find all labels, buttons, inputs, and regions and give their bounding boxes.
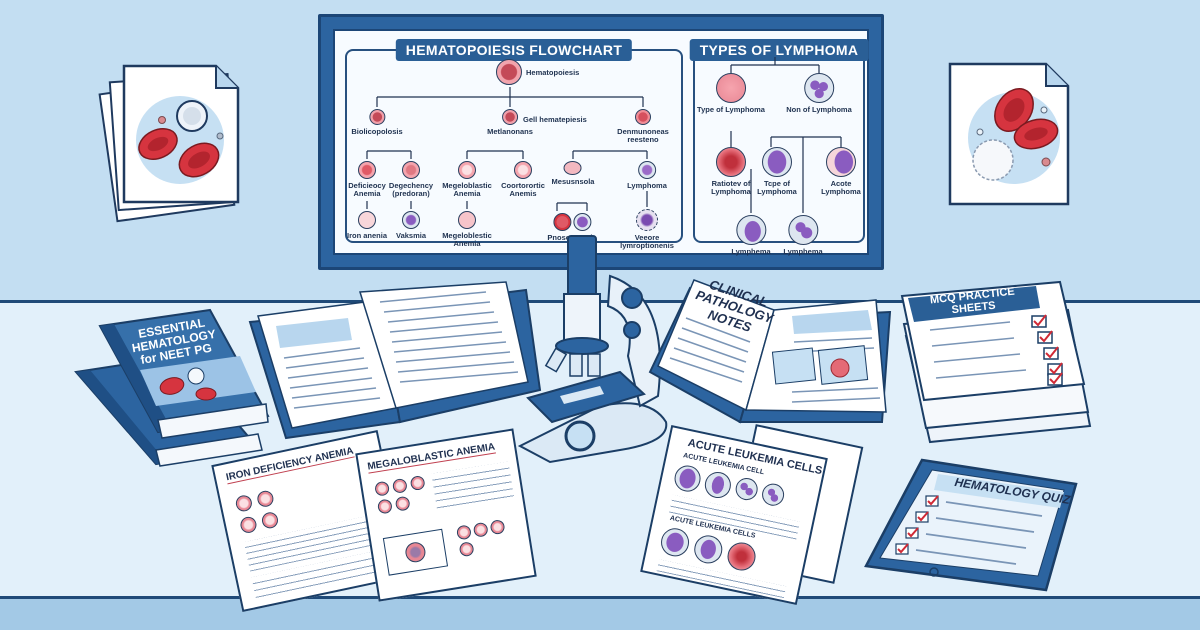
flowchart-l3-node-5: Veeore lymroptionenis bbox=[617, 209, 677, 251]
blood-cells-document-icon bbox=[98, 64, 240, 223]
cell-icon bbox=[762, 147, 792, 177]
stem-cell-icon bbox=[496, 59, 522, 85]
cell-icon bbox=[573, 213, 591, 231]
wall-poster: HEMATOPOIESIS FLOWCHART Hematopoiesis bbox=[318, 14, 884, 270]
flowchart-l3-node-3: Megeloblestic Anemia bbox=[438, 211, 496, 249]
rbc-icon bbox=[455, 524, 472, 541]
cell-icon bbox=[636, 209, 658, 231]
flowchart-l2-node-5: Mesusnsola bbox=[552, 161, 594, 186]
lymphoma-l2-node-1: Ratiotev of Lymphoma bbox=[706, 147, 756, 197]
cell-icon bbox=[514, 161, 532, 179]
rbc-icon bbox=[260, 510, 280, 530]
tablet-shape bbox=[864, 458, 1078, 592]
open-book-shape bbox=[248, 281, 542, 440]
rbc-icon bbox=[238, 515, 258, 535]
blood-smear-document-icon bbox=[948, 62, 1070, 206]
rbc-icon bbox=[376, 498, 393, 515]
wall-document-right bbox=[948, 62, 1070, 212]
blast-cell-icon bbox=[760, 481, 787, 508]
hematology-quiz-tablet[interactable]: HEMATOLOGY QUIZ bbox=[864, 454, 1086, 594]
lymphoma-l2-node-3: Acote Lymphoma bbox=[817, 147, 865, 197]
blast-cell-icon bbox=[672, 463, 703, 494]
rbc-icon bbox=[409, 475, 426, 492]
flowchart-title: HEMATOPOIESIS FLOWCHART bbox=[395, 39, 633, 61]
cell-icon bbox=[637, 161, 656, 179]
cell-icon bbox=[458, 211, 476, 229]
cell-icon bbox=[564, 161, 582, 175]
cell-icon bbox=[715, 73, 746, 103]
flowchart-root-node: Hematopoiesis bbox=[496, 59, 579, 85]
cell-icon bbox=[716, 147, 746, 177]
wall-document-left bbox=[98, 60, 244, 223]
open-book-left bbox=[240, 281, 550, 442]
cell-icon bbox=[553, 213, 571, 231]
flowchart-l1-node-3: Denmunoneas reesteno bbox=[613, 109, 673, 145]
hematopoiesis-flowchart-panel: HEMATOPOIESIS FLOWCHART Hematopoiesis bbox=[343, 39, 683, 250]
textbook-stack: ESSENTIAL HEMATOLOGY for NEET PG bbox=[70, 300, 270, 630]
cell-icon bbox=[804, 73, 834, 103]
mcq-practice-sheets: MCQ PRACTICE SHEETS bbox=[900, 276, 1100, 446]
blast-cell-icon bbox=[691, 532, 725, 567]
microscope bbox=[517, 235, 670, 466]
cell-icon bbox=[402, 161, 420, 179]
flowchart-l3-node-1: Iron anenia bbox=[347, 211, 387, 240]
rbc-icon bbox=[234, 493, 254, 513]
cell-icon bbox=[402, 211, 420, 229]
cell-icon bbox=[826, 147, 856, 177]
rbc-icon bbox=[489, 519, 506, 536]
desk-edge bbox=[0, 596, 1200, 630]
flowchart-l1-node-1: Biolicopolosis bbox=[351, 109, 403, 136]
cell-icon bbox=[787, 215, 818, 245]
lymphoma-title: TYPES OF LYMPHOMA bbox=[689, 39, 869, 61]
rbc-icon bbox=[391, 477, 408, 494]
textbook-shapes bbox=[70, 300, 270, 630]
lymphoma-l3-node-1: Lymphema bbox=[731, 215, 771, 256]
flowchart-l2-node-3: Megeloblastic Anemia bbox=[438, 161, 496, 199]
lymphoma-l3-node-2: Lymphema bbox=[783, 215, 823, 256]
mcq-stack-shape bbox=[900, 280, 1092, 444]
lymphoma-l1-node-2: Non of Lymphoma bbox=[786, 73, 852, 114]
flowchart-l2-node-6: Lymphoma bbox=[627, 161, 667, 190]
cell-icon bbox=[735, 215, 766, 245]
clinical-pathology-notes-book: CLINICAL PATHOLOGY NOTES bbox=[648, 272, 900, 432]
lymphoma-l1-node-1: Type of Lymphoma bbox=[697, 73, 765, 114]
megaloblast-icon bbox=[404, 540, 427, 564]
flowchart-l1-node-2: Metlanonans bbox=[487, 109, 533, 136]
flowchart-connectors bbox=[366, 87, 648, 211]
rbc-icon bbox=[458, 541, 475, 558]
blast-cell-icon bbox=[702, 469, 734, 501]
cell-icon bbox=[458, 161, 476, 179]
poster-board: HEMATOPOIESIS FLOWCHART Hematopoiesis bbox=[333, 29, 869, 256]
flowchart-l3-node-2: Vaksmia bbox=[396, 211, 426, 240]
lymphoma-types-panel: TYPES OF LYMPHOMA Type of Lymphoma Non o… bbox=[689, 39, 869, 256]
mcq-checkboxes bbox=[1031, 315, 1063, 386]
flowchart-side-label: Gell hematepiesis bbox=[523, 115, 587, 124]
lymphoma-l2-node-2: Tcpe of Lymphoma bbox=[753, 147, 801, 197]
megaloblastic-anemia-sheet: MEGALOBLASTIC ANEMIA bbox=[355, 428, 537, 602]
blast-cell-icon bbox=[658, 525, 692, 559]
cell-icon bbox=[368, 109, 385, 125]
notes-book-shape bbox=[648, 279, 892, 424]
cell-icon bbox=[502, 109, 518, 125]
flowchart-l2-node-4: Coortorortic Anemis bbox=[497, 161, 549, 199]
abnormal-cell-icon bbox=[724, 539, 759, 574]
cell-icon bbox=[635, 109, 651, 125]
blast-cell-icon bbox=[733, 476, 760, 503]
cell-icon bbox=[357, 211, 376, 229]
rbc-icon bbox=[394, 495, 411, 512]
rbc-icon bbox=[472, 521, 489, 538]
flowchart-l2-node-1: Deficieocy Anemia bbox=[343, 161, 391, 199]
lymphoma-connectors bbox=[730, 57, 842, 213]
flowchart-l2-node-2: Degechency (predoran) bbox=[385, 161, 437, 199]
cell-icon bbox=[358, 161, 376, 179]
microscope-icon bbox=[517, 235, 668, 464]
rbc-icon bbox=[374, 480, 391, 497]
rbc-icon bbox=[255, 489, 275, 509]
